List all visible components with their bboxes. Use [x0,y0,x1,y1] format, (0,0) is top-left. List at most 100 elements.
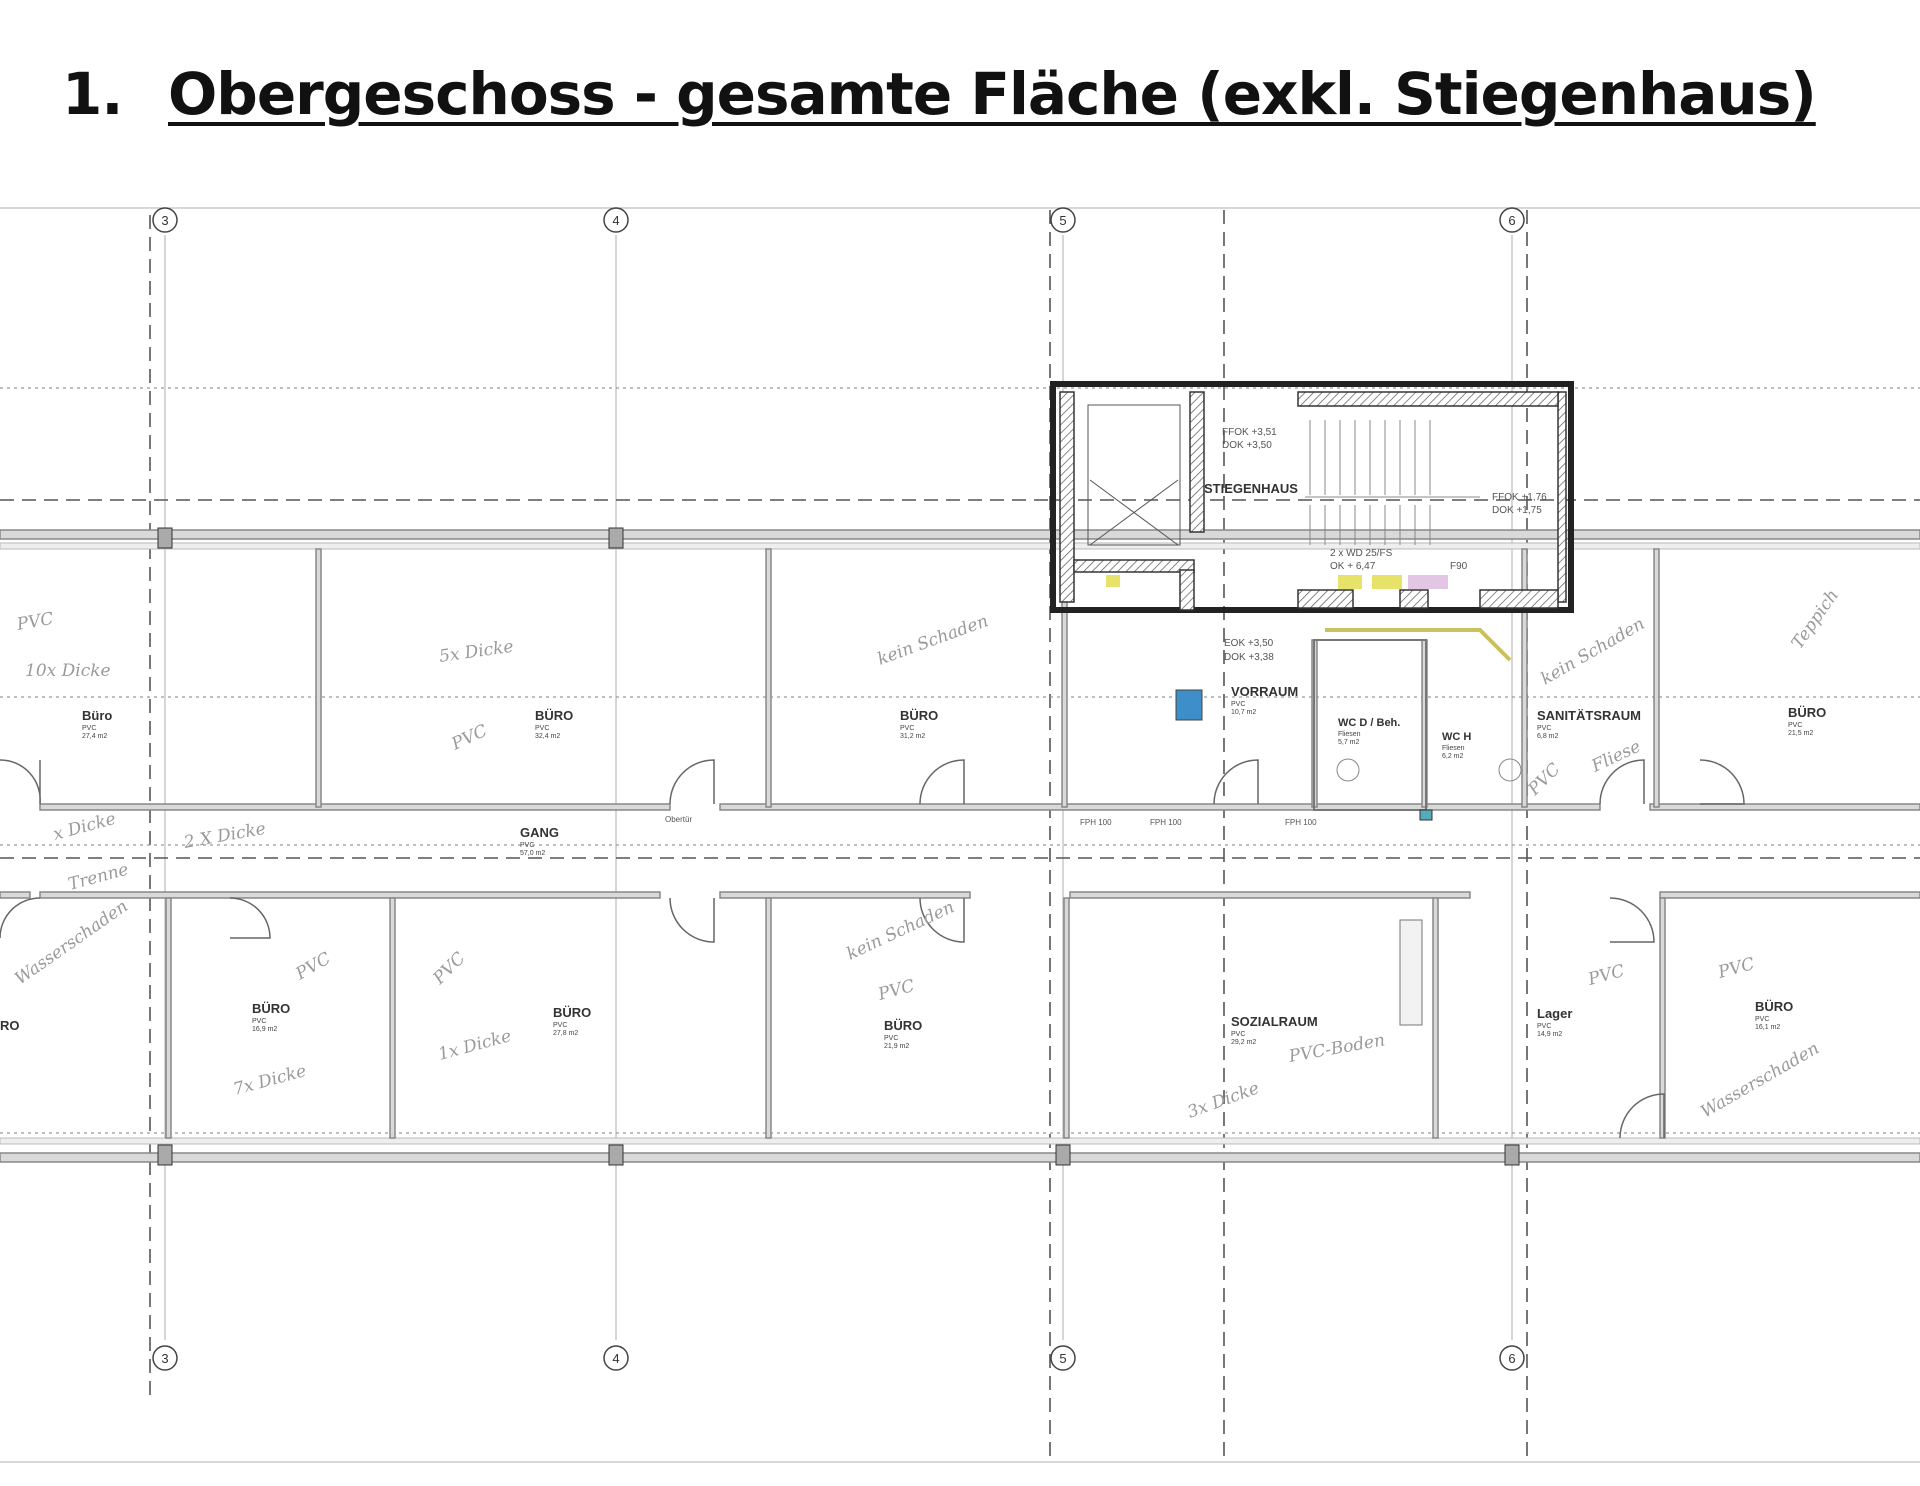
svg-text:6: 6 [1508,1351,1515,1366]
svg-text:PVC: PVC [1755,1016,1769,1023]
svg-text:Lager: Lager [1537,1006,1572,1021]
svg-text:PVC: PVC [520,842,534,849]
outer-walls [0,527,1920,1166]
svg-text:PVC: PVC [1788,722,1802,729]
svg-text:2 X Dicke: 2 X Dicke [181,819,267,853]
page-title: 1. Obergeschoss - gesamte Fläche (exkl. S… [62,60,1817,128]
svg-text:6: 6 [1508,213,1515,228]
svg-text:5: 5 [1059,213,1066,228]
room-lower-1: RO [0,1018,20,1033]
svg-text:16,1 m2: 16,1 m2 [1755,1024,1780,1031]
svg-text:31,2 m2: 31,2 m2 [900,733,925,740]
svg-text:FPH 100: FPH 100 [1285,818,1317,827]
handwritten-notes: PVC 10x Dicke 5x Dicke PVC kein Schaden … [11,586,1843,1123]
svg-text:14,9 m2: 14,9 m2 [1537,1031,1562,1038]
svg-text:kein Schaden: kein Schaden [844,897,958,964]
svg-text:PVC: PVC [14,609,55,635]
svg-text:BÜRO: BÜRO [1788,705,1826,720]
svg-text:PVC: PVC [1231,701,1245,708]
svg-text:PVC: PVC [429,948,470,989]
svg-text:WC H: WC H [1442,731,1471,743]
svg-text:4: 4 [612,1351,619,1366]
svg-text:7x Dicke: 7x Dicke [231,1061,308,1100]
svg-text:29,2 m2: 29,2 m2 [1231,1039,1256,1046]
axis-4-bottom: 4 [603,1345,629,1371]
svg-text:DOK +3,50: DOK +3,50 [1222,440,1272,451]
svg-text:2 x WD 25/FS: 2 x WD 25/FS [1330,548,1393,559]
corridor-walls [0,803,1920,899]
svg-text:BÜRO: BÜRO [252,1001,290,1016]
svg-text:Trenne: Trenne [66,860,131,895]
svg-text:BÜRO: BÜRO [900,708,938,723]
title-text: Obergeschoss - gesamte Fläche (exkl. Sti… [168,60,1817,128]
svg-text:GANG: GANG [520,825,559,840]
svg-text:PVC: PVC [884,1035,898,1042]
axis-6-bottom: 6 [1499,1345,1525,1371]
svg-text:3: 3 [161,1351,168,1366]
svg-text:6,2 m2: 6,2 m2 [1442,753,1464,760]
svg-text:PVC: PVC [1231,1031,1245,1038]
svg-text:5: 5 [1059,1351,1066,1366]
svg-text:PVC: PVC [1715,954,1757,983]
axis-5-bottom: 5 [1050,1345,1076,1371]
misc-labels: Obertür FPH 100 FPH 100 FPH 100 [665,815,1317,827]
partitions [165,548,1666,1139]
wc-block [1175,628,1522,821]
svg-text:PVC: PVC [1585,961,1627,990]
svg-text:F90: F90 [1450,561,1468,572]
svg-text:32,4 m2: 32,4 m2 [535,733,560,740]
title-number: 1. [62,60,123,128]
svg-text:Fliesen: Fliesen [1338,731,1361,738]
svg-text:21,9 m2: 21,9 m2 [884,1043,909,1050]
svg-text:SANITÄTSRAUM: SANITÄTSRAUM [1537,708,1641,723]
svg-text:RO: RO [0,1018,20,1033]
svg-text:kein Schaden: kein Schaden [875,611,991,670]
svg-text:PVC: PVC [1537,725,1551,732]
svg-text:21,5 m2: 21,5 m2 [1788,730,1813,737]
svg-text:DOK +1,75: DOK +1,75 [1492,505,1542,516]
svg-text:FFOK +3,51: FFOK +3,51 [1222,427,1277,438]
svg-text:FPH 100: FPH 100 [1150,818,1182,827]
svg-text:PVC-Boden: PVC-Boden [1286,1030,1386,1067]
svg-text:EOK +3,50: EOK +3,50 [1224,638,1274,649]
svg-text:Fliesen: Fliesen [1442,745,1465,752]
svg-text:x Dicke: x Dicke [51,809,118,845]
svg-text:10x Dicke: 10x Dicke [25,661,111,681]
svg-text:PVC: PVC [900,725,914,732]
axis-3-bottom: 3 [152,1345,178,1371]
svg-text:DOK +3,38: DOK +3,38 [1224,652,1274,663]
axis-6-top: 6 [1499,207,1525,233]
svg-text:10,7 m2: 10,7 m2 [1231,709,1256,716]
svg-text:PVC: PVC [82,725,96,732]
stair-label: STIEGENHAUS [1204,481,1298,496]
svg-text:PVC: PVC [448,721,491,755]
svg-text:Obertür: Obertür [665,815,692,824]
svg-text:FPH 100: FPH 100 [1080,818,1112,827]
svg-text:OK + 6,47: OK + 6,47 [1330,561,1376,572]
svg-text:BÜRO: BÜRO [884,1018,922,1033]
svg-text:Büro: Büro [82,708,112,723]
svg-text:FFOK +1,76: FFOK +1,76 [1492,492,1547,503]
svg-text:5,7 m2: 5,7 m2 [1338,739,1360,746]
svg-text:PVC: PVC [1537,1023,1551,1030]
svg-text:kein Schaden: kein Schaden [1538,614,1649,689]
svg-text:BÜRO: BÜRO [553,1005,591,1020]
grid-lines [0,210,1920,1460]
stair-core: STIEGENHAUS FFOK +3,51 DOK +3,50 FFOK +1… [1050,381,1574,663]
svg-text:16,9 m2: 16,9 m2 [252,1026,277,1033]
svg-text:SOZIALRAUM: SOZIALRAUM [1231,1014,1318,1029]
svg-text:PVC: PVC [252,1018,266,1025]
